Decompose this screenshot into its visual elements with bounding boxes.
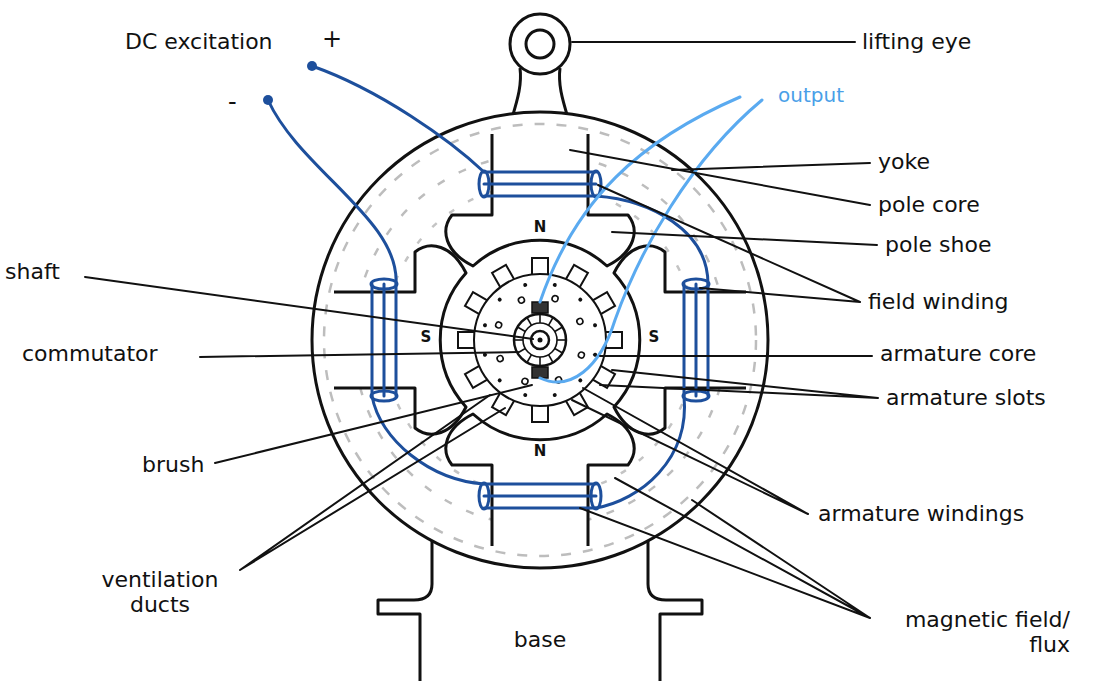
part-label: armature core xyxy=(880,341,1036,366)
lifting-eye xyxy=(510,14,570,74)
part-label: yoke xyxy=(878,149,930,174)
leader-line xyxy=(85,277,533,339)
field-coil xyxy=(479,171,601,197)
leader-line xyxy=(572,388,808,514)
leader-line xyxy=(612,232,877,245)
part-label: lifting eye xyxy=(862,29,971,54)
commutator-segment xyxy=(555,327,563,332)
commutator-segment xyxy=(527,317,532,325)
flux-line xyxy=(324,124,756,556)
part-label: magnetic field/ flux xyxy=(880,607,1070,658)
leader-line xyxy=(240,395,505,570)
pole-letter: N xyxy=(534,219,547,236)
part-label: ventilation ducts xyxy=(80,567,240,618)
terminal-dot xyxy=(263,95,273,105)
commutator-segment xyxy=(549,317,554,325)
brush xyxy=(532,367,548,378)
lifting-eye-hole xyxy=(526,30,554,58)
leader-line xyxy=(570,150,870,205)
leader-line xyxy=(215,385,532,463)
armature-winding xyxy=(482,323,487,328)
leader-line xyxy=(600,370,878,398)
part-label: field winding xyxy=(868,289,1009,314)
ventilation-duct xyxy=(517,296,525,304)
field-coil xyxy=(371,279,397,401)
leader-line xyxy=(600,355,872,357)
commutator-segment xyxy=(540,357,541,366)
commutator-segment xyxy=(557,340,566,341)
armature-winding xyxy=(552,393,557,398)
commutator-inner xyxy=(523,323,557,357)
ventilation-duct xyxy=(578,351,586,359)
part-label: commutator xyxy=(22,341,158,366)
terminal-dot xyxy=(307,61,317,71)
output-label: output xyxy=(778,84,844,107)
pole-letter: S xyxy=(421,329,432,346)
commutator-segment xyxy=(517,327,525,332)
terminal-sign: - xyxy=(228,89,237,117)
output-wire xyxy=(540,100,762,382)
part-label: pole shoe xyxy=(885,232,991,257)
excitation-wire xyxy=(312,66,484,172)
commutator-segment xyxy=(514,340,523,341)
part-label: pole core xyxy=(878,192,980,217)
pole-letter: N xyxy=(534,443,547,460)
armature-winding xyxy=(497,297,503,303)
pole-letter: S xyxy=(649,329,660,346)
flux-line xyxy=(384,184,696,496)
leader-line xyxy=(200,352,518,357)
pole xyxy=(446,134,634,266)
shaft xyxy=(531,331,549,349)
ventilation-duct xyxy=(551,295,559,303)
armature-winding xyxy=(577,377,583,383)
output-wire xyxy=(540,97,740,302)
brush xyxy=(532,302,548,313)
commutator-segment xyxy=(527,355,532,363)
ventilation-duct xyxy=(576,317,584,325)
ventilation-duct xyxy=(521,378,529,386)
leader-line xyxy=(572,41,855,43)
ventilation-duct xyxy=(495,321,503,329)
terminal-label: DC excitation xyxy=(125,29,273,54)
commutator-segment xyxy=(540,314,541,323)
leader-line xyxy=(580,478,870,618)
pole xyxy=(446,414,634,546)
armature-winding xyxy=(593,323,598,328)
excitation-wire xyxy=(372,396,484,484)
armature-winding xyxy=(523,282,528,287)
part-label: shaft xyxy=(5,259,60,284)
leader-line xyxy=(672,163,870,170)
field-coil xyxy=(479,483,601,509)
ventilation-duct xyxy=(496,355,504,363)
leader-line xyxy=(598,185,860,302)
armature-winding xyxy=(497,377,503,383)
shaft-center xyxy=(538,338,543,343)
part-label: armature slots xyxy=(886,385,1046,410)
armature-winding xyxy=(552,282,557,287)
field-coil xyxy=(683,279,709,401)
excitation-wire xyxy=(268,100,396,284)
commutator-segment xyxy=(549,355,554,363)
part-label: base xyxy=(514,627,566,652)
armature-core xyxy=(474,274,606,406)
terminal-sign: + xyxy=(322,26,342,54)
armature-winding xyxy=(577,297,583,303)
commutator xyxy=(514,314,566,366)
armature-winding xyxy=(523,393,528,398)
yoke xyxy=(312,112,768,568)
part-label: armature windings xyxy=(818,501,1024,526)
part-label: brush xyxy=(142,452,204,477)
commutator-segment xyxy=(555,349,563,354)
